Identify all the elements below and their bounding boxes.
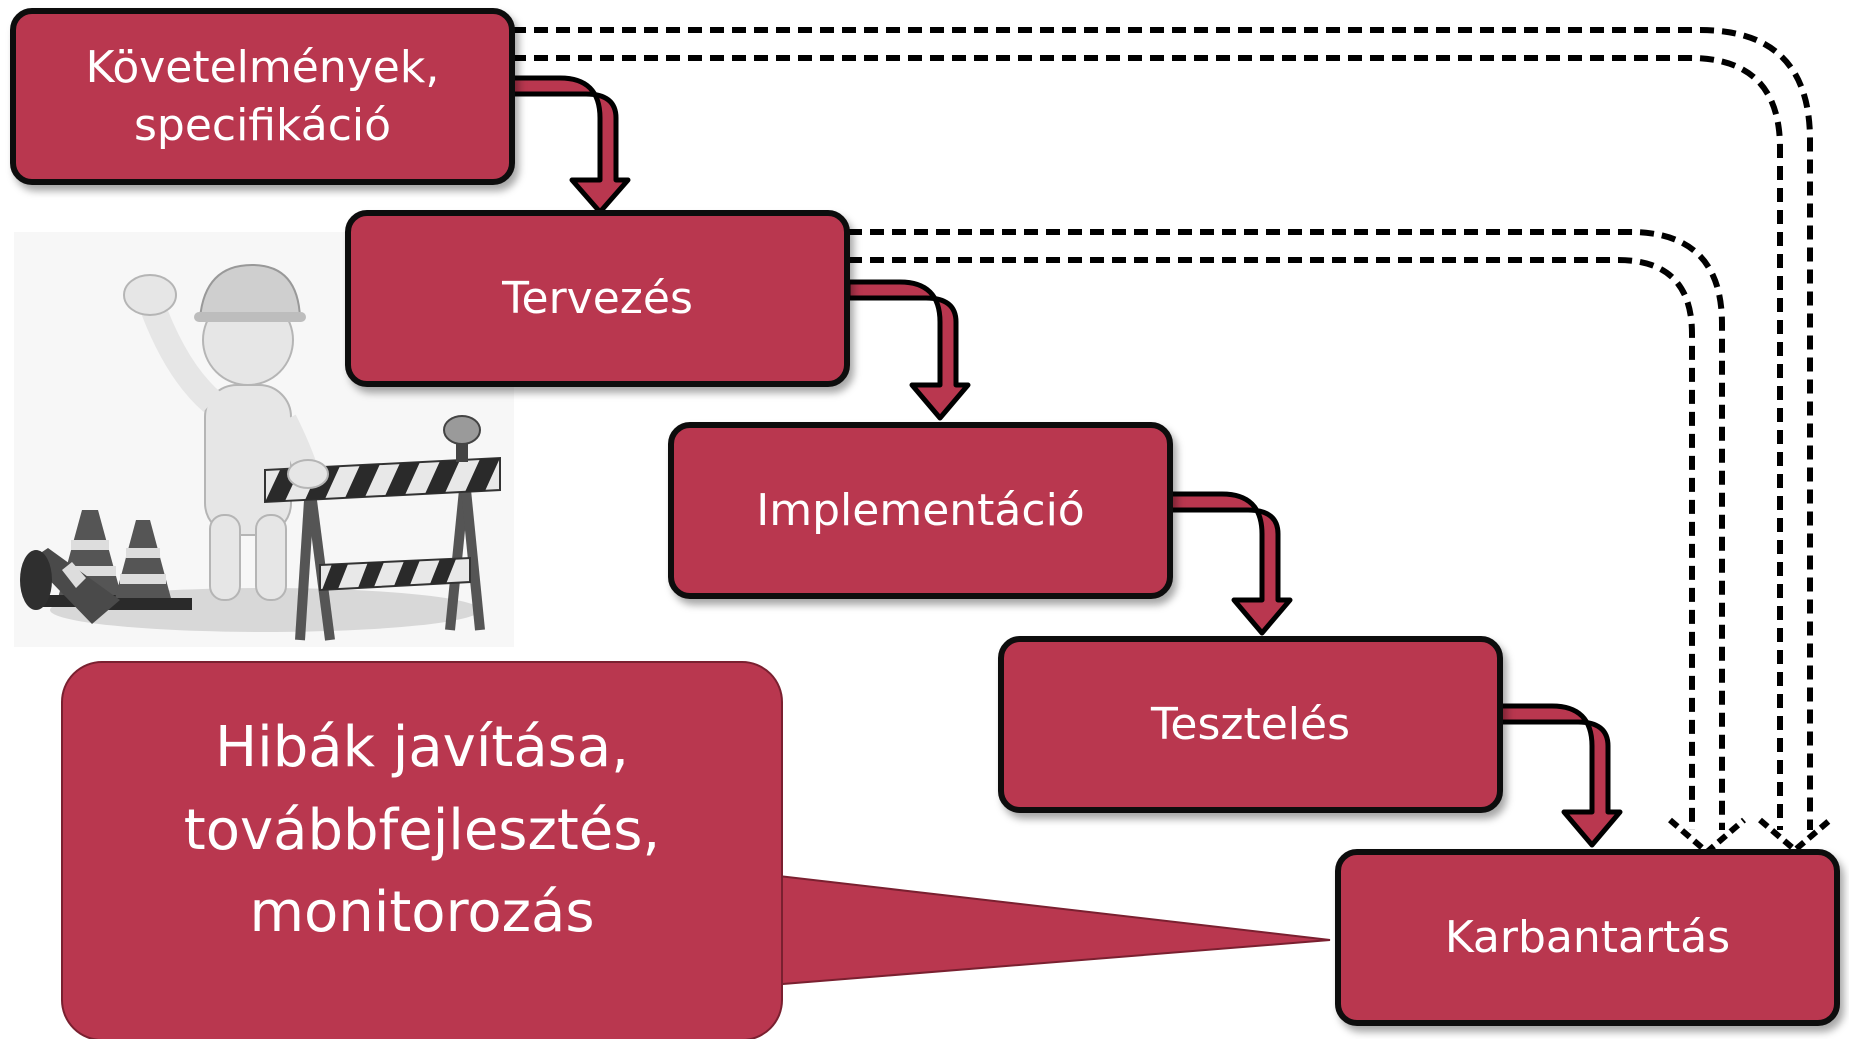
stage-implementation-label: Implementáció <box>756 484 1085 536</box>
callout-text: Hibák javítása, továbbfejlesztés, monito… <box>72 666 772 996</box>
stage-maintenance-label: Karbantartás <box>1444 911 1731 963</box>
callout-line-1: Hibák javítása, <box>215 714 629 780</box>
callout-box <box>61 661 783 1039</box>
stage-design: Tervezés <box>345 210 850 387</box>
callout-line-3: monitorozás <box>249 880 595 946</box>
stage-requirements-line1: Követelmények, <box>85 42 440 94</box>
stage-design-label: Tervezés <box>502 272 693 324</box>
stage-testing-label: Tesztelés <box>1150 698 1351 750</box>
callout-pointer <box>769 873 1331 987</box>
traffic-cone-icon <box>100 520 192 610</box>
callout-line-2: továbbfejlesztés, <box>183 797 661 863</box>
arrow-testing-to-maintenance <box>1497 703 1623 848</box>
stage-requirements-line2: specifikáció <box>133 99 392 151</box>
arrow-requirements-to-design <box>507 75 631 215</box>
arrow-design-to-implementation <box>845 279 971 421</box>
stage-maintenance: Karbantartás <box>1335 849 1840 1026</box>
stage-requirements: Követelmények, specifikáció <box>10 8 515 185</box>
traffic-cone-icon <box>20 548 120 624</box>
arrow-implementation-to-testing <box>1167 491 1293 636</box>
barrier-icon <box>264 415 501 641</box>
feedback-arrow-requirements <box>512 27 1832 854</box>
stage-implementation: Implementáció <box>668 422 1173 599</box>
stage-testing: Tesztelés <box>998 636 1503 813</box>
